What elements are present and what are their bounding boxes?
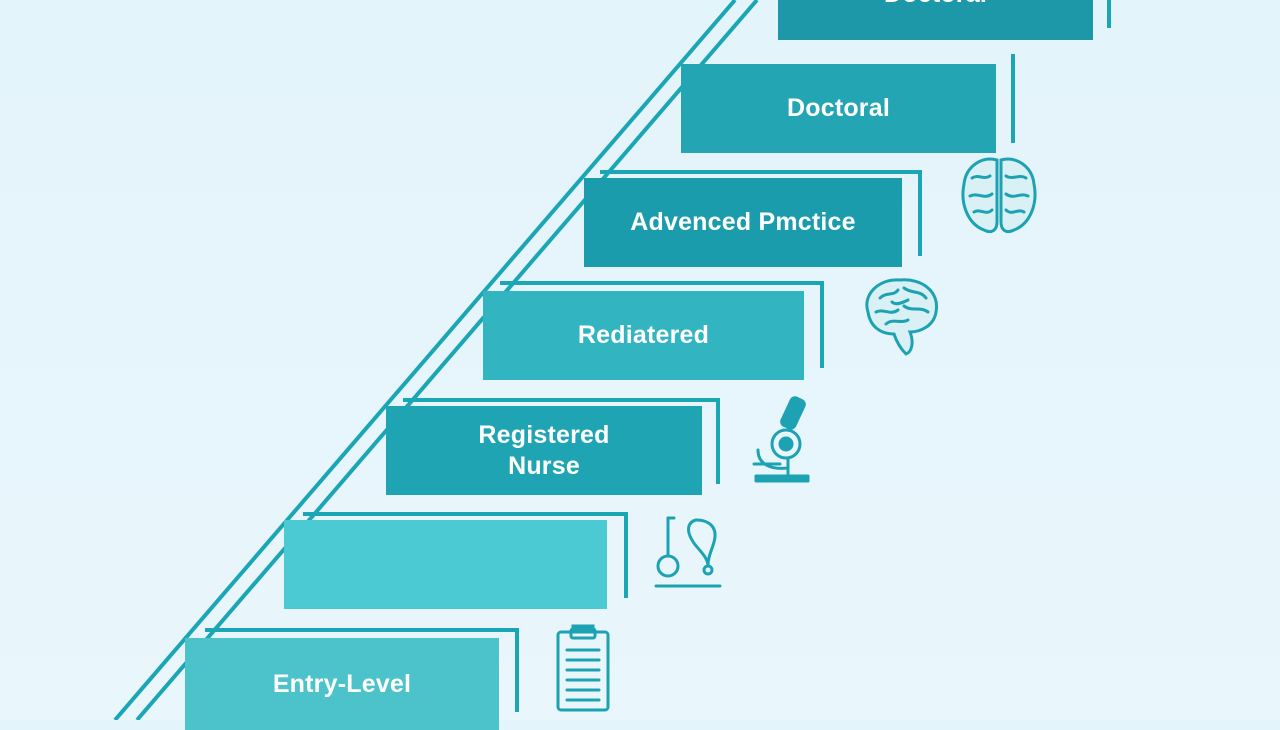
step-ledge-4	[500, 281, 824, 368]
step-ledge-2	[303, 512, 628, 598]
brain-side-icon	[858, 272, 944, 362]
step-label: Doctoral	[884, 0, 987, 10]
step-doctoral: Doctoral	[681, 64, 996, 153]
ladder-rail-inner	[135, 0, 759, 720]
brain-top-icon	[958, 150, 1040, 240]
stethoscope-icon	[648, 506, 728, 591]
step-doctoral-top: Doctoral	[778, 0, 1093, 40]
step-ledge-1	[205, 628, 519, 712]
step-ledge-3	[403, 398, 720, 484]
step-label: Rediatered	[577, 321, 710, 349]
clipboard-icon	[553, 620, 615, 715]
step-label: Advenced Pmctice	[630, 208, 856, 236]
step-entry-level: Entry-Level	[185, 638, 499, 730]
step-label: Entry-Level	[272, 669, 412, 698]
ladder-rail-outer	[113, 0, 737, 720]
step-rediatered: Rediatered	[483, 291, 804, 380]
step-label: Doctoral	[786, 94, 890, 122]
step-registered-nurse: Registered Nurse	[386, 406, 702, 495]
step-unlabeled	[284, 520, 607, 609]
step-ledge-5	[600, 170, 922, 256]
step-advanced-practice: Advenced Pmctice	[584, 178, 902, 267]
microscope-icon	[748, 392, 818, 487]
step-label: Registered Nurse	[478, 420, 610, 480]
